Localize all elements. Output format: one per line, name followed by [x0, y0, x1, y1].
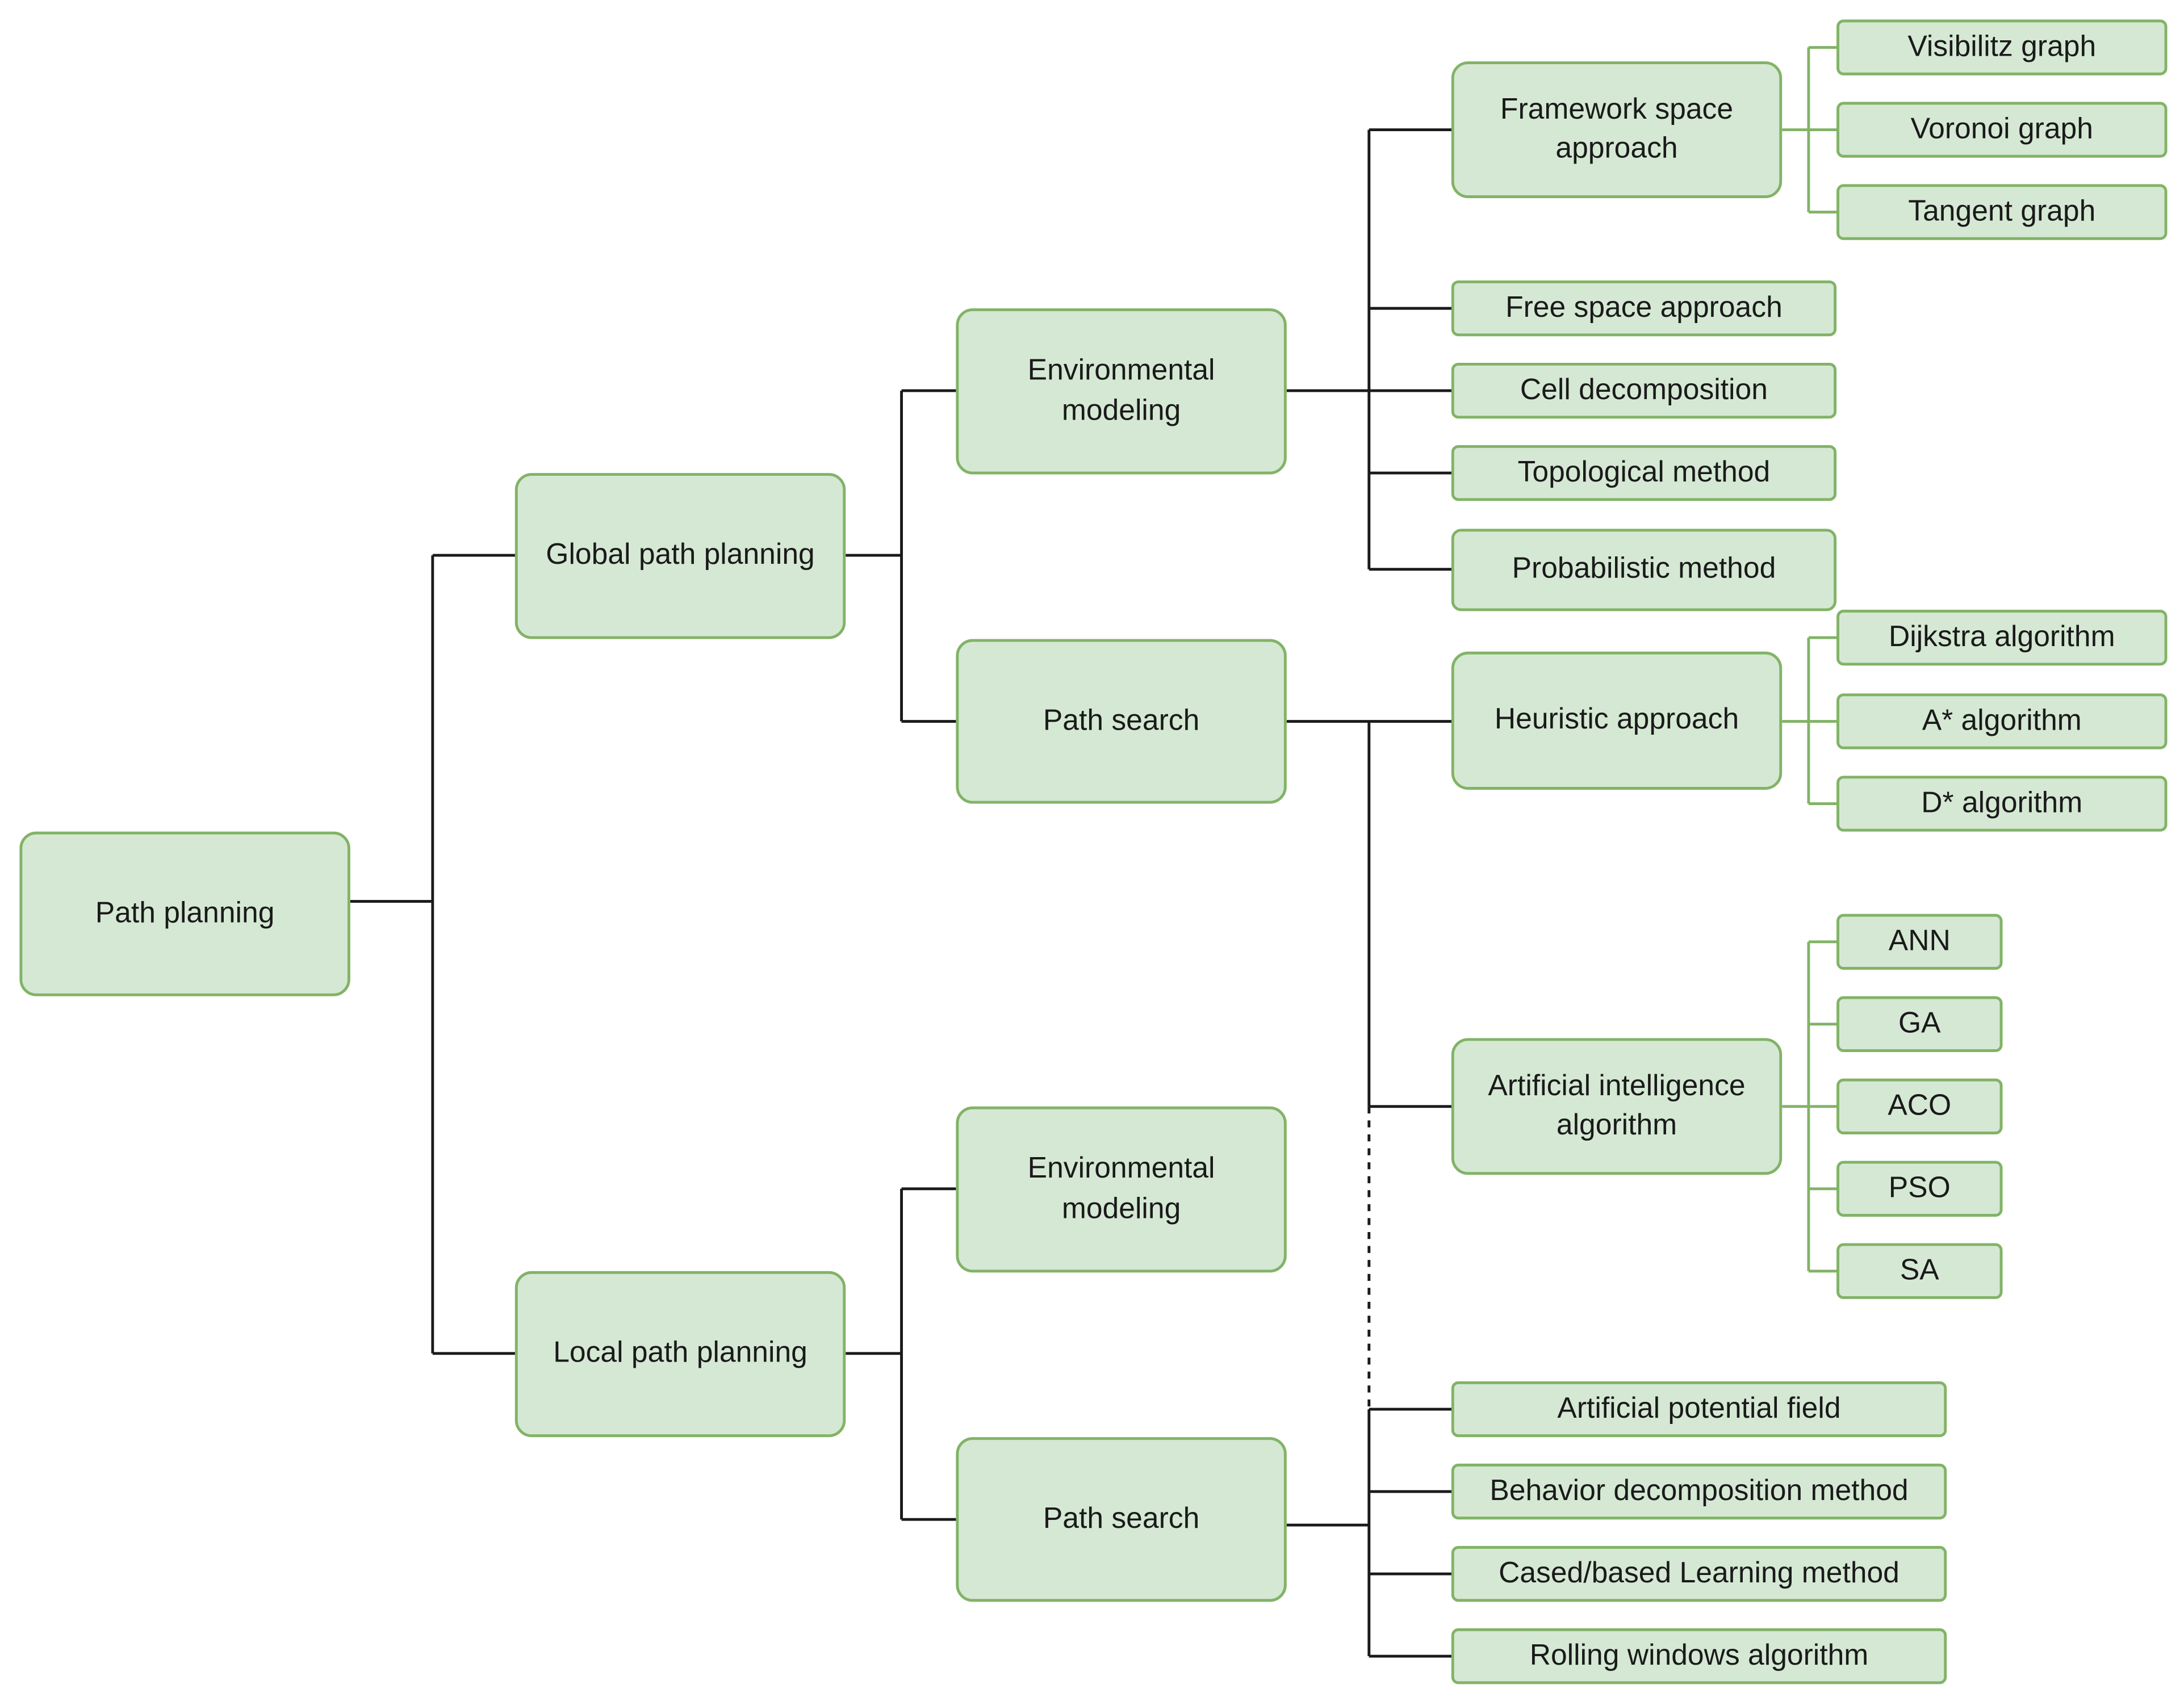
connector-local-search [1286, 1407, 1453, 1658]
node-artificial-potential-field: Artificial potential field [1451, 1381, 1947, 1438]
connector-framework [1782, 46, 1838, 213]
connector-global-env [1286, 128, 1453, 571]
node-local-path-planning: Local path planning [514, 1271, 846, 1438]
node-dijkstra-algorithm: Dijkstra algorithm [1836, 609, 2168, 666]
node-topological-method: Topological method [1451, 445, 1837, 501]
connector-heuristic [1782, 636, 1838, 805]
node-aco: ACO [1836, 1078, 2003, 1134]
node-ann: ANN [1836, 914, 2003, 970]
node-path-planning: Path planning [19, 831, 350, 996]
node-cased-based-learning-method: Cased/based Learning method [1451, 1545, 1947, 1602]
connector-local [846, 1187, 956, 1521]
node-global-path-search: Path search [956, 639, 1287, 804]
node-d-star-algorithm: D* algorithm [1836, 776, 2168, 832]
node-tangent-graph: Tangent graph [1836, 184, 2168, 240]
node-behavior-decomposition-method: Behavior decomposition method [1451, 1463, 1947, 1520]
node-rolling-windows-algorithm: Rolling windows algorithm [1451, 1628, 1947, 1685]
connector-global-search [1286, 720, 1453, 1108]
connector-global [846, 389, 956, 723]
connector-ai [1782, 940, 1838, 1273]
node-global-environmental-modeling: Environmental modeling [956, 308, 1287, 475]
node-local-environmental-modeling: Environmental modeling [956, 1106, 1287, 1273]
node-sa: SA [1836, 1243, 2003, 1299]
node-probabilistic-method: Probabilistic method [1451, 529, 1837, 611]
node-ga: GA [1836, 996, 2003, 1052]
node-pso: PSO [1836, 1161, 2003, 1217]
node-voronoi-graph: Voronoi graph [1836, 102, 2168, 158]
node-visibility-graph: Visibilitz graph [1836, 19, 2168, 76]
node-heuristic-approach: Heuristic approach [1451, 651, 1783, 790]
node-framework-space-approach: Framework space approach [1451, 61, 1783, 198]
connector-root [350, 554, 517, 1355]
node-local-path-search: Path search [956, 1437, 1287, 1602]
node-cell-decomposition: Cell decomposition [1451, 362, 1837, 419]
node-artificial-intelligence-algorithm: Artificial intelligence algorithm [1451, 1038, 1783, 1175]
node-a-star-algorithm: A* algorithm [1836, 693, 2168, 749]
node-free-space-approach: Free space approach [1451, 280, 1837, 337]
node-global-path-planning: Global path planning [514, 473, 846, 639]
